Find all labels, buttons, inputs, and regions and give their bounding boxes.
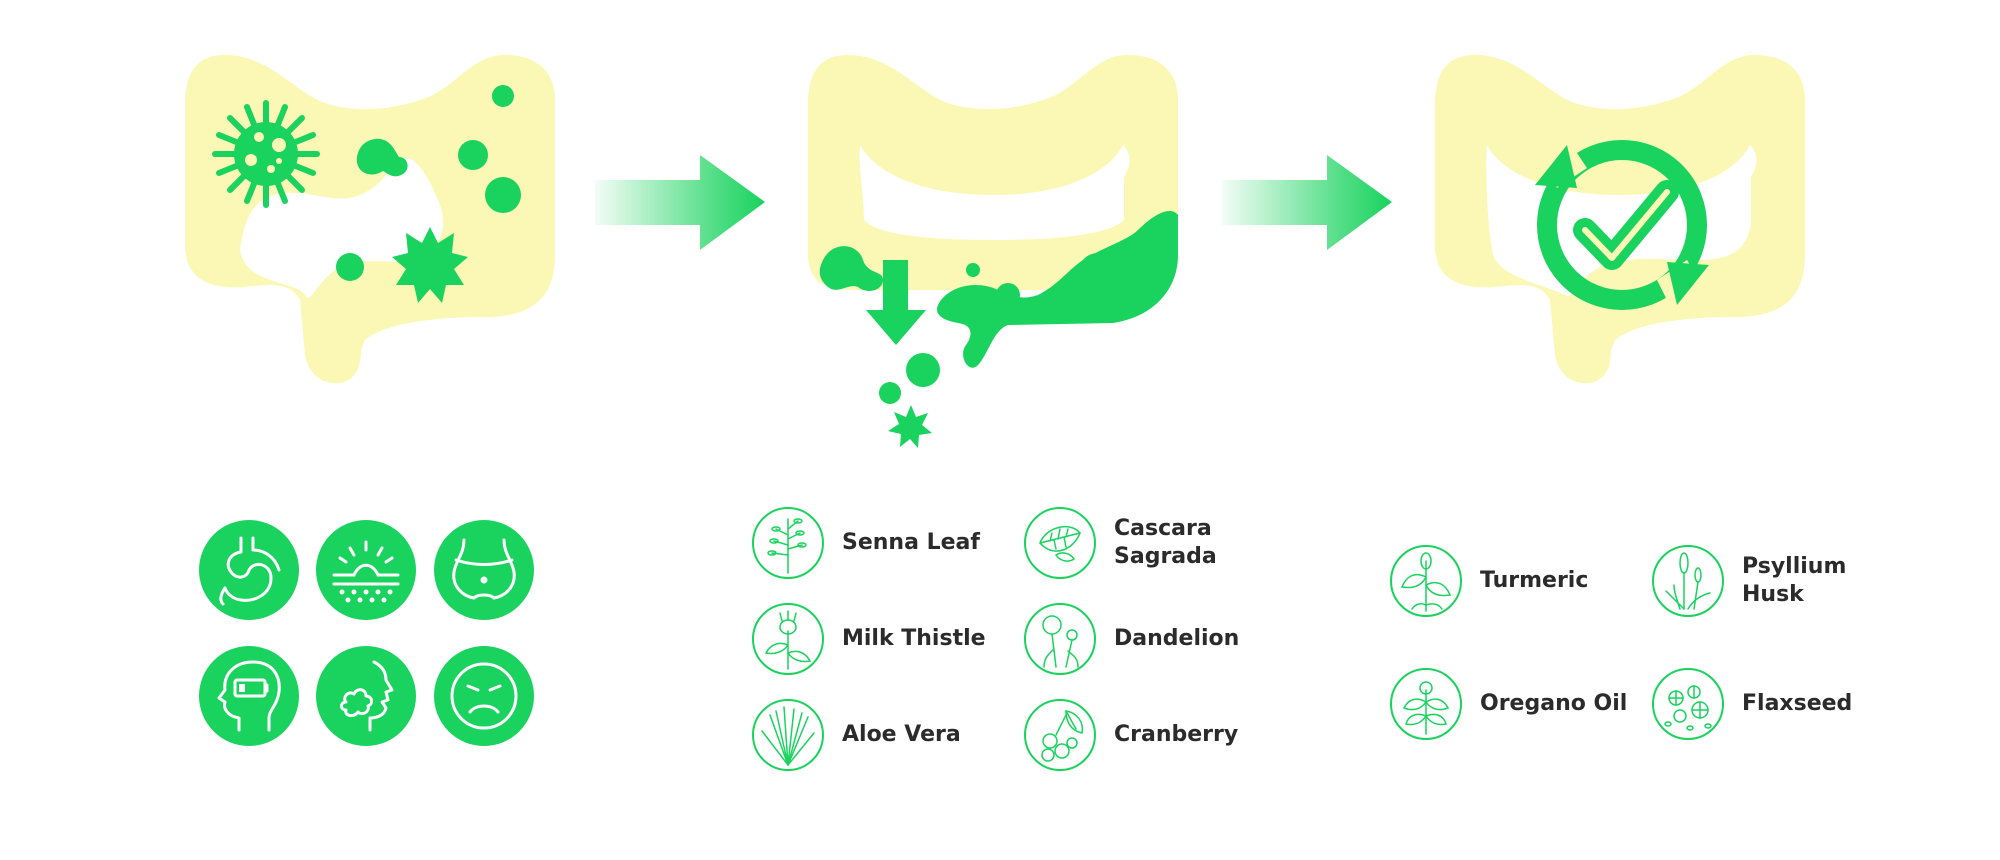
- oregano-oil-icon: [1390, 668, 1462, 740]
- gut-cleansing-illustration: [808, 55, 1188, 455]
- herb-label: Turmeric: [1480, 568, 1589, 593]
- herb-label: Oregano Oil: [1480, 691, 1628, 716]
- turmeric-icon: [1390, 545, 1462, 617]
- low-energy-icon: [199, 646, 299, 746]
- herb-item-dandelion: Dandelion: [1024, 603, 1239, 675]
- herb-item-cranberry: Cranberry: [1024, 699, 1238, 771]
- bacteria-blob-icon: [356, 138, 408, 177]
- virus-icon: [212, 100, 320, 208]
- herb-item-turmeric: Turmeric: [1390, 545, 1588, 617]
- herb-item-senna-leaf: Senna Leaf: [752, 507, 980, 579]
- herb-item-milk-thistle: Milk Thistle: [752, 603, 986, 675]
- unhappy-face-icon: [434, 646, 534, 746]
- bloating-icon: [434, 520, 534, 620]
- skin-icon: [316, 520, 416, 620]
- herb-label: Cascara Sagrada: [1114, 516, 1217, 569]
- herb-label: Dandelion: [1114, 626, 1240, 651]
- bad-breath-icon: [316, 646, 416, 746]
- arrow-right-icon: [1222, 155, 1392, 250]
- dandelion-icon: [1024, 603, 1096, 675]
- herb-label: Milk Thistle: [842, 626, 986, 651]
- herb-label: Aloe Vera: [842, 722, 961, 747]
- cranberry-icon: [1024, 699, 1096, 771]
- arrow-right-icon: [595, 155, 765, 250]
- refresh-check-icon: [1535, 140, 1709, 310]
- herb-item-aloe-vera: Aloe Vera: [752, 699, 961, 771]
- herb-label: Senna Leaf: [842, 530, 980, 555]
- senna-leaf-icon: [752, 507, 824, 579]
- particle-icon: [336, 85, 521, 281]
- herb-item-oregano-oil: Oregano Oil: [1390, 668, 1627, 740]
- flaxseed-icon: [1652, 668, 1724, 740]
- stomach-icon: [199, 520, 299, 620]
- aloe-vera-icon: [752, 699, 824, 771]
- germ-icon: [392, 227, 468, 303]
- cascara-sagrada-icon: [1024, 507, 1096, 579]
- herb-item-psyllium-husk: Psyllium Husk: [1652, 545, 1846, 617]
- herb-label: Cranberry: [1114, 722, 1239, 747]
- herb-item-cascara-sagrada: Cascara Sagrada: [1024, 507, 1217, 579]
- herb-label: Psyllium Husk: [1742, 554, 1847, 607]
- herb-label: Flaxseed: [1742, 691, 1853, 716]
- psyllium-husk-icon: [1652, 545, 1724, 617]
- gut-healthy-illustration: [1435, 55, 1805, 385]
- herb-item-flaxseed: Flaxseed: [1652, 668, 1852, 740]
- milk-thistle-icon: [752, 603, 824, 675]
- gut-bacteria-illustration: [185, 55, 555, 385]
